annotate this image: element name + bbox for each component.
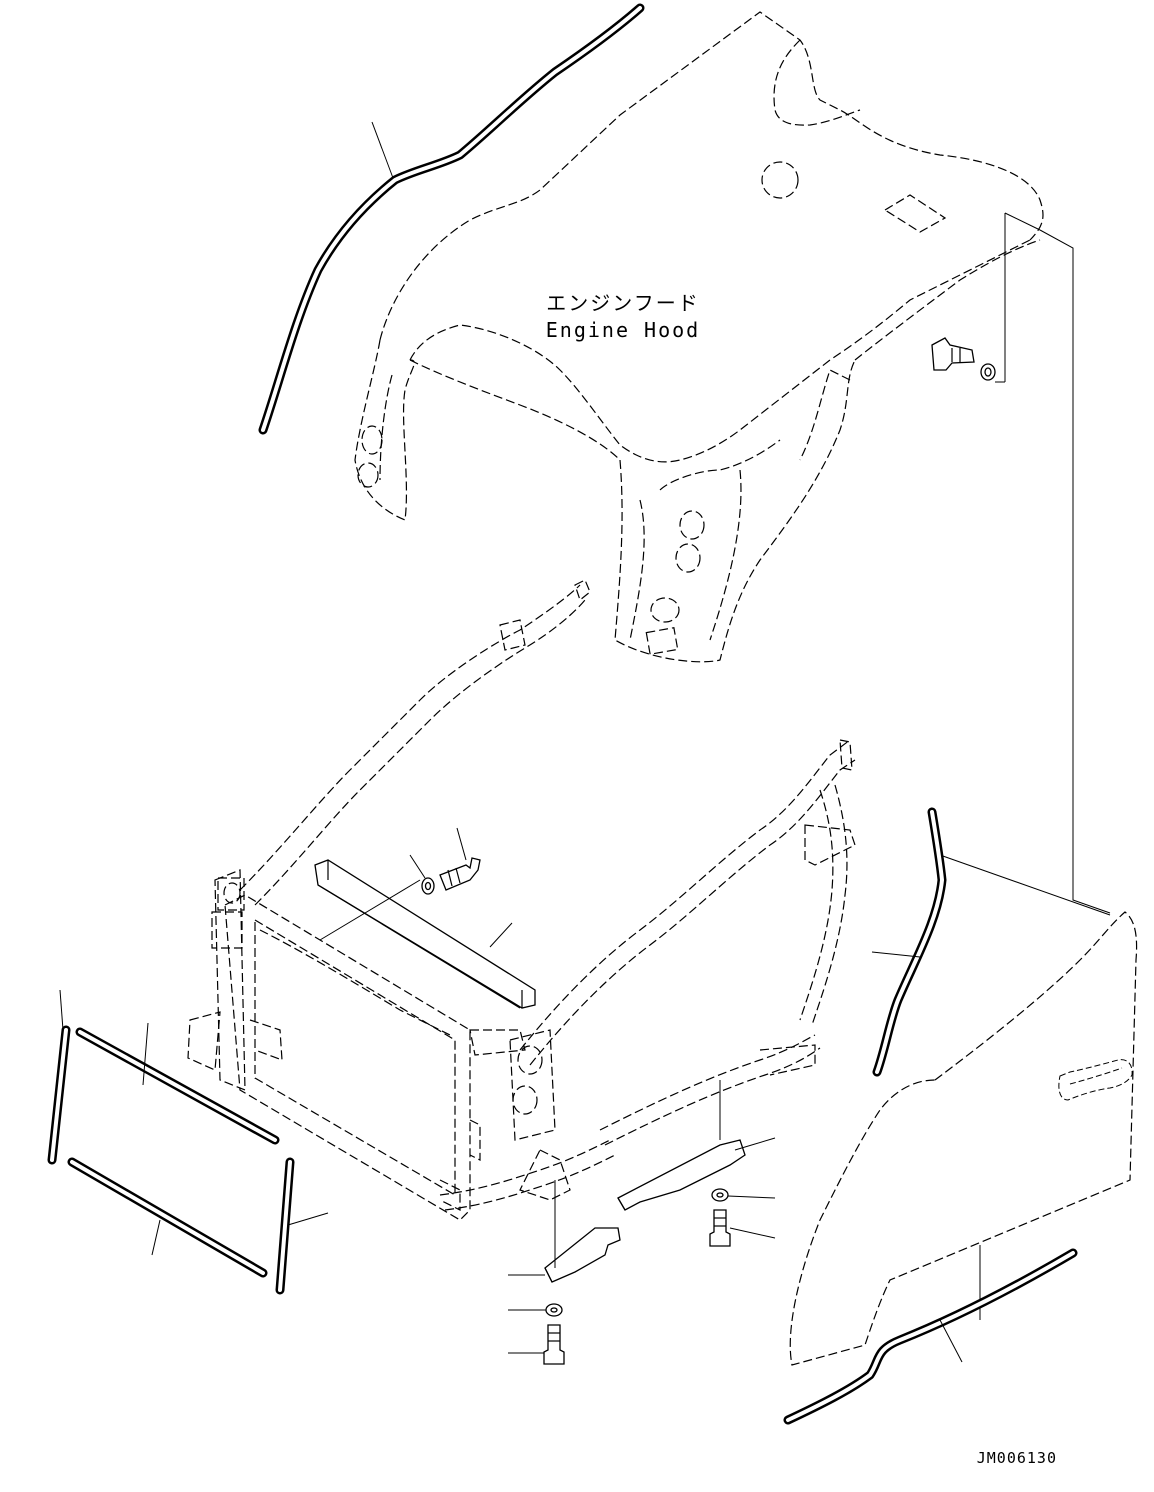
side-door-seals: [783, 807, 1078, 1425]
drawing-number: JM006130: [977, 1449, 1057, 1467]
hood-bolt: [931, 212, 1041, 383]
hood-label-ja: エンジンフード: [546, 291, 699, 315]
side-door: [789, 854, 1138, 1366]
engine-hood: エンジンフード Engine Hood: [354, 11, 1044, 663]
bottom-center-mount: [508, 1180, 621, 1365]
crossmember-bracket: [314, 859, 536, 1009]
bracket-bolt: [409, 827, 481, 895]
bottom-right-mount: [617, 1080, 776, 1247]
hood-top-seal: [258, 3, 645, 435]
hood-support-frame: [187, 579, 856, 1221]
hood-label-en: Engine Hood: [546, 318, 700, 342]
left-seals: [47, 989, 329, 1295]
ref-line-hood-door: [1039, 229, 1111, 914]
